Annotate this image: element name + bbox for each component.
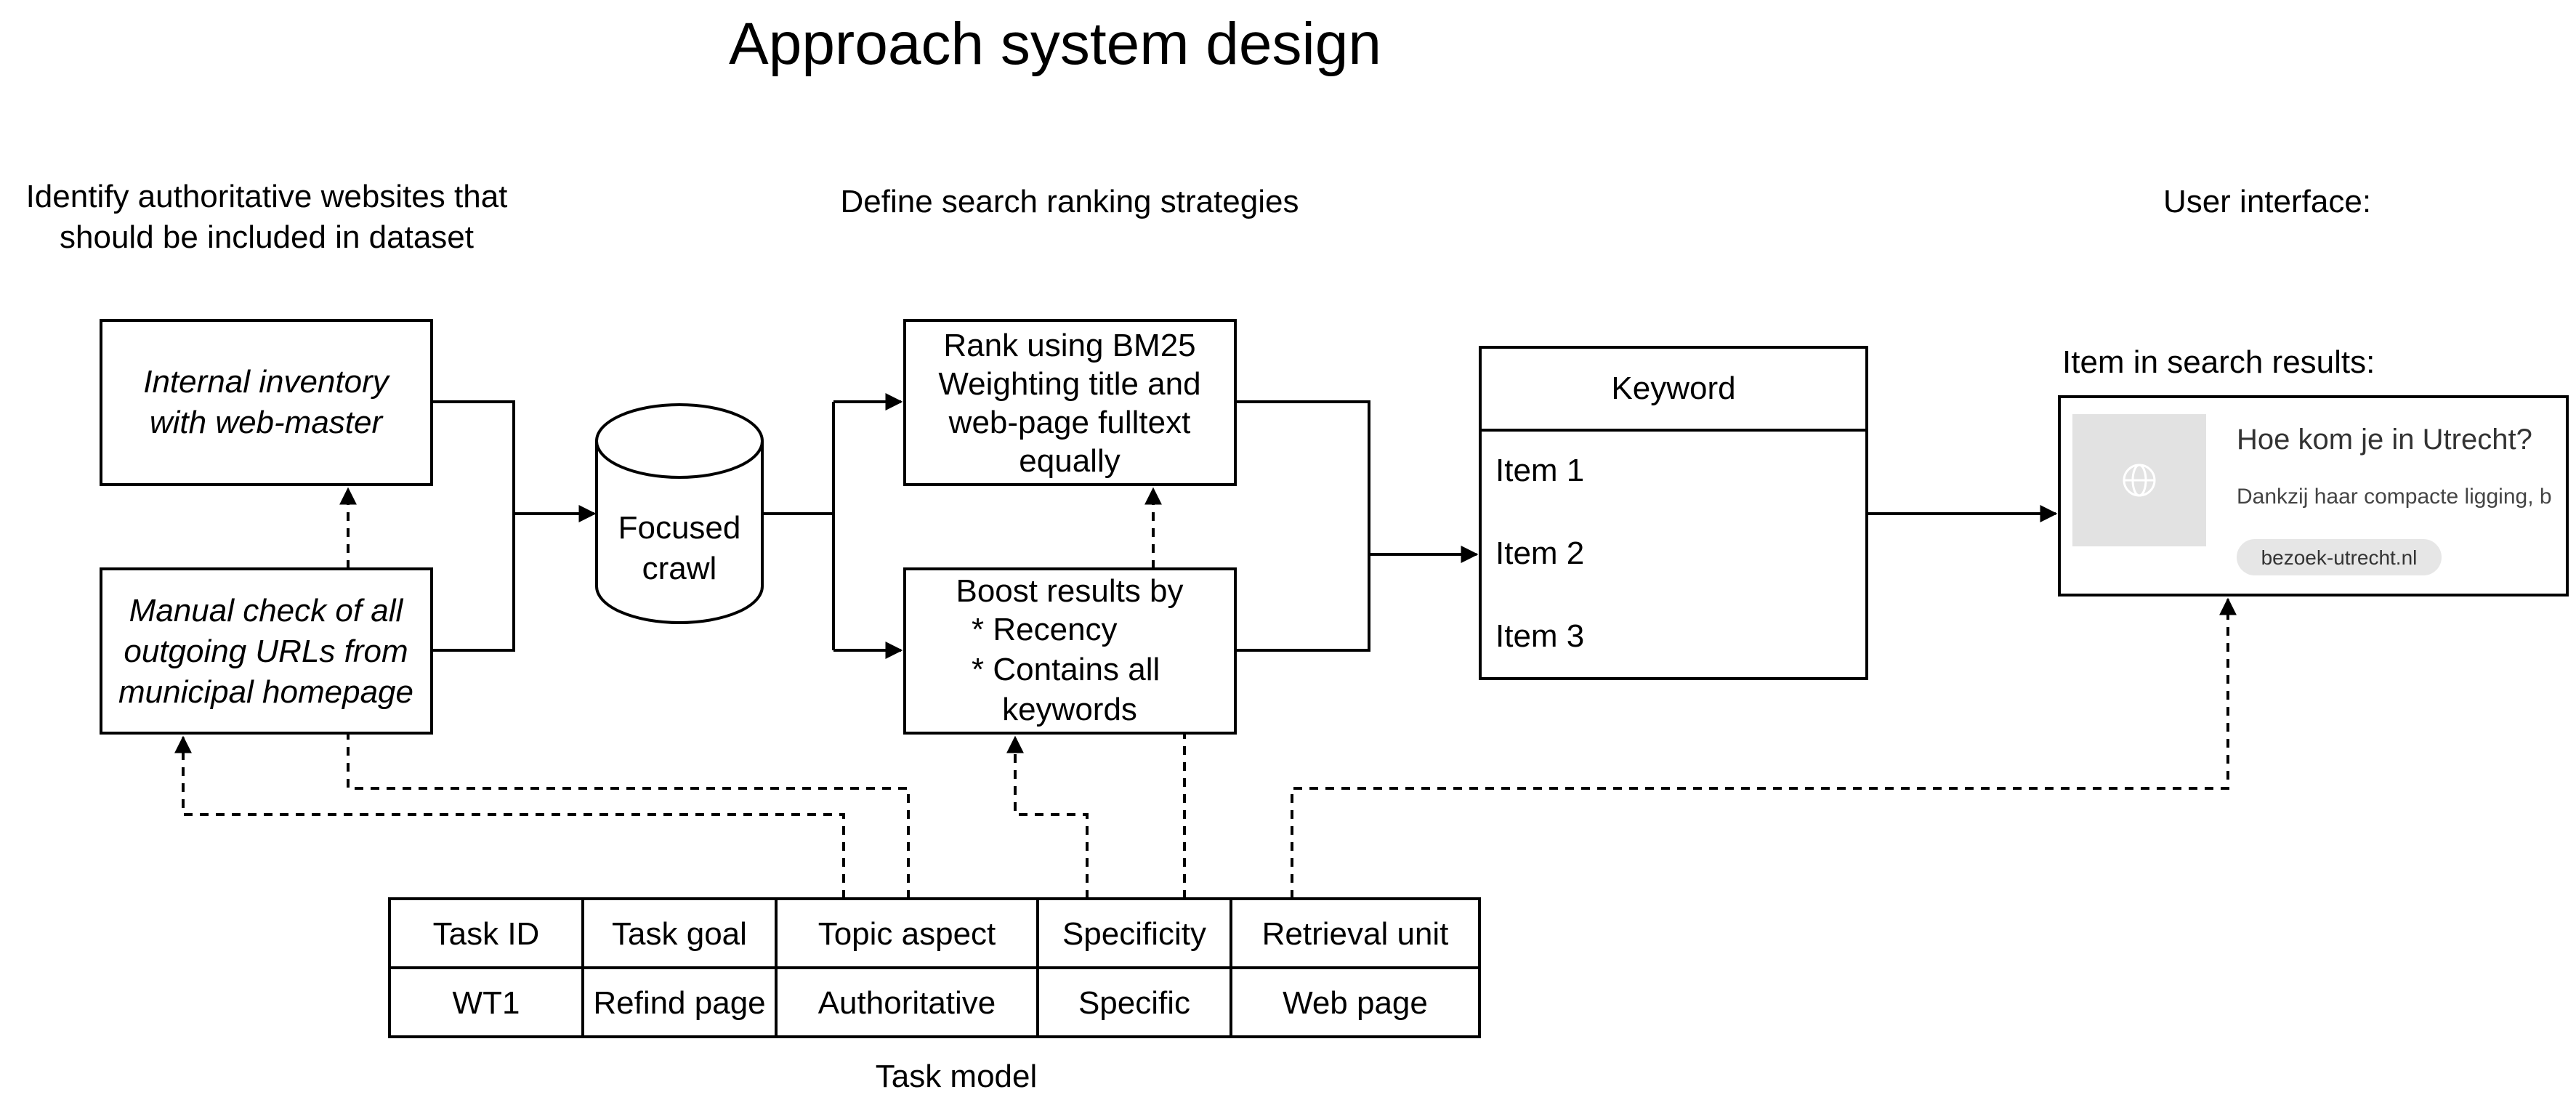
crawl-cylinder: Focused crawl <box>595 403 764 624</box>
search-result-card: Hoe kom je in Utrecht? Dankzij haar comp… <box>2058 395 2569 596</box>
manual-check-line-3: municipal homepage <box>118 674 413 710</box>
diagram-title: Approach system design <box>729 11 1381 77</box>
task-model-header-5: Retrieval unit <box>1262 916 1449 952</box>
heading-identify-line-2: should be included in dataset <box>60 219 474 255</box>
manual-check-line-2: outgoing URLs from <box>124 634 408 669</box>
task-model-caption: Task model <box>876 1059 1038 1094</box>
heading-ranking: Define search ranking strategies <box>841 184 1299 219</box>
search-result-description: Dankzij haar compacte ligging, b <box>2237 485 2552 509</box>
task-model-value-4: Specific <box>1078 985 1190 1021</box>
dashed-link-retrieval-unit-to-search-card <box>1291 597 2237 899</box>
manual-check-box: Manual check of all outgoing URLs from m… <box>100 567 433 735</box>
manual-check-line-1: Manual check of all <box>129 593 404 628</box>
search-card-caption: Item in search results: <box>2062 344 2375 380</box>
crawl-line-1: Focused <box>618 510 741 546</box>
heading-identify: Identify authoritative websites that sho… <box>26 179 508 255</box>
crawl-line-2: crawl <box>642 551 717 586</box>
keyword-list-item-2: Item 2 <box>1495 535 1584 571</box>
dashed-link-topic-to-manual-check <box>174 735 845 899</box>
boost-line-2: * Recency <box>972 612 1118 647</box>
task-model-value-3: Authoritative <box>818 985 996 1021</box>
task-model-header-4: Specificity <box>1062 916 1206 952</box>
keyword-list-item-3: Item 3 <box>1495 618 1584 654</box>
search-result-tag: bezoek-utrecht.nl <box>2261 546 2418 569</box>
boost-box: Boost results by * Recency * Contains al… <box>903 567 1237 735</box>
task-model-value-1: WT1 <box>453 985 520 1021</box>
task-model-header-1: Task ID <box>433 916 540 952</box>
heading-identify-line-1: Identify authoritative websites that <box>26 179 508 214</box>
bm25-line-3: web-page fulltext <box>948 405 1191 440</box>
inventory-line-2: with web-master <box>150 405 384 440</box>
inventory-line-1: Internal inventory <box>143 364 391 400</box>
task-model-table: Task ID Task goal Topic aspect Specifici… <box>388 897 1481 1038</box>
globe-icon <box>2123 464 2156 497</box>
keyword-list-header: Keyword <box>1611 371 1735 406</box>
boost-line-1: Boost results by <box>956 573 1183 609</box>
boost-line-4: keywords <box>1002 692 1137 727</box>
connector-sources <box>432 400 515 652</box>
keyword-list: Keyword Item 1 Item 2 Item 3 <box>1479 346 1868 680</box>
bm25-line-4: equally <box>1019 443 1120 479</box>
keyword-list-item-1: Item 1 <box>1495 453 1584 488</box>
dashed-link-specificity-to-boost <box>1006 735 1089 899</box>
connector-ranking <box>1235 400 1370 652</box>
bm25-line-2: Weighting title and <box>938 366 1200 402</box>
task-model-header-3: Topic aspect <box>818 916 996 952</box>
bm25-box: Rank using BM25 Weighting title and web-… <box>903 319 1237 486</box>
inventory-box: Internal inventory with web-master <box>100 319 433 486</box>
task-model-value-5: Web page <box>1283 985 1428 1021</box>
boost-line-3: * Contains all <box>972 652 1160 687</box>
search-result-tag-pill <box>2237 539 2442 575</box>
heading-ui: User interface: <box>2163 184 2371 219</box>
task-model-header-2: Task goal <box>612 916 747 952</box>
search-result-title[interactable]: Hoe kom je in Utrecht? <box>2237 424 2532 456</box>
bm25-line-1: Rank using BM25 <box>943 328 1195 363</box>
dashed-link-topic-to-source-check <box>347 733 910 899</box>
task-model-value-2: Refind page <box>593 985 765 1021</box>
